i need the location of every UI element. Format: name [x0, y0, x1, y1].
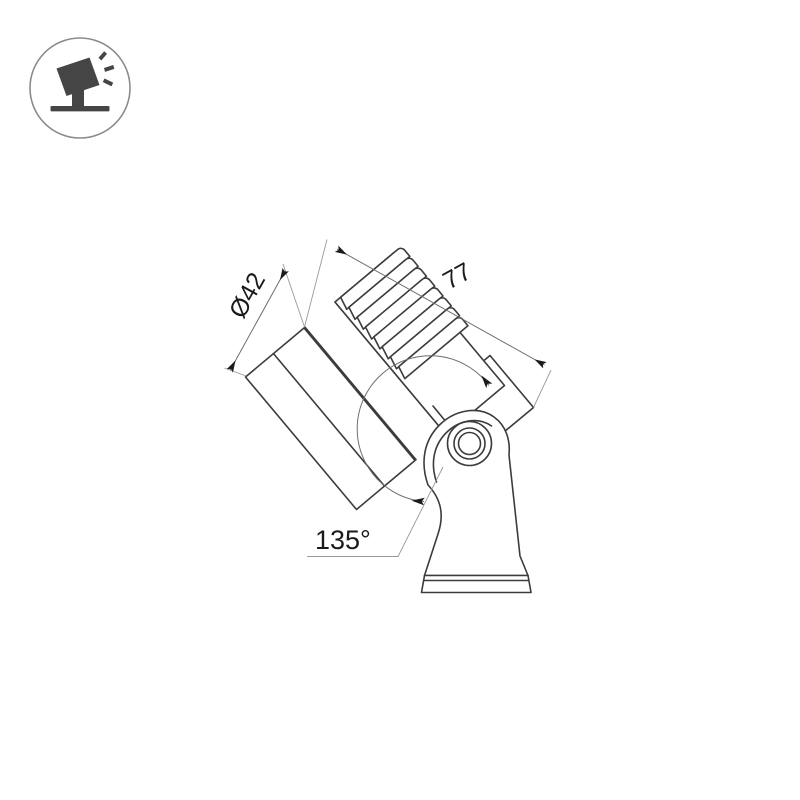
spotlight-stem-icon [72, 86, 84, 107]
diameter-dimension-label: Ø42 [224, 268, 271, 323]
length-ext-line-front [304, 239, 328, 328]
spotlight-base-icon [50, 106, 110, 112]
tilt-angle-group: 135° [307, 466, 444, 557]
tilt-angle-leader-line [307, 466, 444, 557]
length-ext-line-rear [533, 369, 552, 408]
diameter-ext-line-lower [224, 367, 247, 377]
light-rays-icon [98, 51, 115, 87]
length-dimension-line [334, 245, 547, 369]
base-plate [420, 574, 532, 594]
pivot-bracket-group [420, 409, 532, 594]
diameter-dimension-line [226, 267, 289, 373]
spotlight-head-icon [56, 57, 100, 96]
product-icon-group [29, 37, 131, 139]
tilt-angle-label: 135° [315, 525, 371, 555]
diameter-ext-line-upper [282, 263, 305, 328]
icon-circle-border [29, 37, 131, 139]
housing-seam-1 [304, 326, 417, 461]
length-dimension-label: 77 [438, 257, 476, 295]
